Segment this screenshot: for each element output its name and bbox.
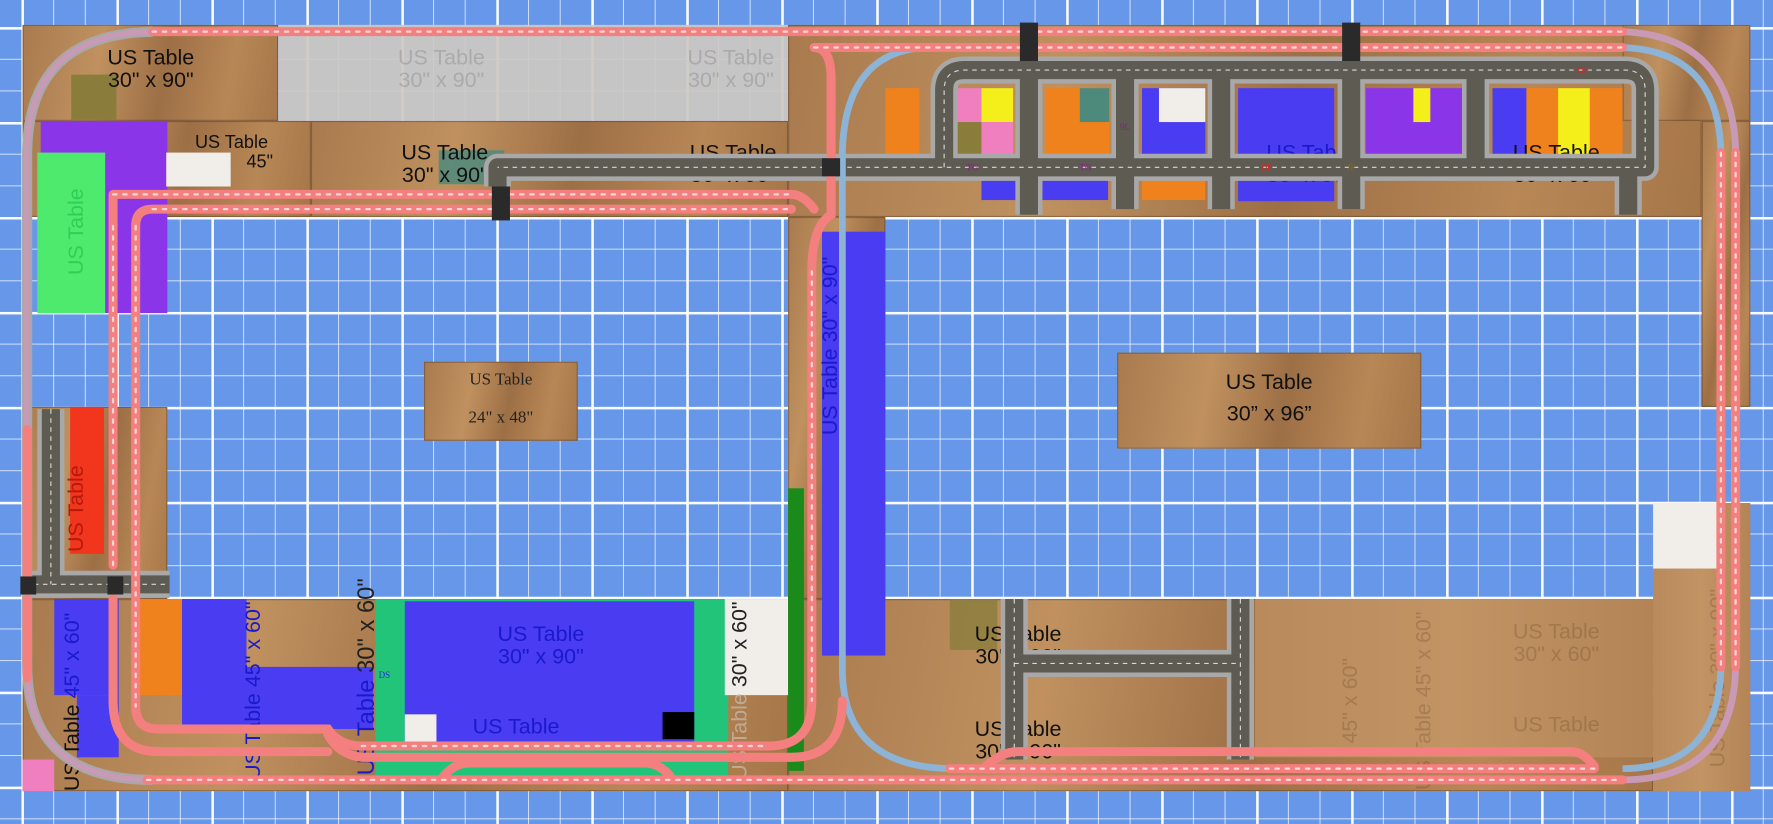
building-block[interactable]	[1492, 88, 1527, 156]
road	[1019, 70, 1638, 215]
table-size: 30" x 90"	[401, 163, 488, 188]
building-block[interactable]	[1238, 88, 1335, 202]
board-top-gray-2[interactable]	[597, 24, 789, 121]
track	[142, 764, 1628, 785]
table-label: US Table	[472, 715, 560, 740]
table-name: US Table	[398, 46, 485, 71]
track	[979, 747, 1599, 774]
building-block[interactable]	[1558, 88, 1590, 156]
table-size: 30" x 90"	[498, 645, 584, 670]
road-centerline	[24, 409, 1241, 760]
road	[24, 409, 170, 594]
building-block[interactable]	[788, 488, 804, 771]
table-size: 30" x 90"	[107, 68, 194, 93]
table-name: US Table	[401, 141, 489, 166]
road-marker: 9L	[1120, 122, 1130, 132]
outer-right-track	[1622, 666, 1725, 772]
building-block[interactable]	[37, 152, 106, 314]
road-marker: JP	[1347, 163, 1356, 173]
road	[1000, 599, 1254, 760]
road-centerline	[497, 69, 1646, 168]
blue-track	[838, 44, 950, 772]
track	[436, 758, 678, 785]
building-block[interactable]	[822, 231, 886, 656]
building-block[interactable]	[70, 406, 105, 554]
table-name: US Table	[107, 46, 195, 71]
building-block[interactable]	[949, 599, 998, 650]
table-name: US Table	[1225, 370, 1313, 395]
crossings[interactable]	[20, 22, 1361, 595]
building-block[interactable]	[246, 666, 374, 730]
table-name: US Table	[469, 370, 533, 389]
table-30x96[interactable]: US Table 30” x 96”	[1117, 352, 1422, 449]
track	[108, 189, 847, 762]
track	[131, 42, 836, 751]
building-block[interactable]	[71, 74, 117, 120]
track	[1716, 148, 1741, 672]
building-block[interactable]	[1413, 88, 1431, 123]
crossing	[107, 576, 124, 595]
building-block[interactable]	[1653, 502, 1719, 569]
building-block[interactable]	[22, 759, 55, 792]
outer-right-track	[1622, 44, 1725, 153]
outer-loop-track	[24, 28, 153, 783]
table-size: 45"	[246, 152, 274, 172]
outer-right-track	[1622, 666, 1740, 784]
road-marker: DP	[1261, 163, 1273, 173]
crossing	[1019, 22, 1038, 62]
road	[1005, 599, 1250, 760]
road-marker: TG	[966, 163, 979, 173]
building-block[interactable]	[981, 122, 1014, 156]
table-size: 30” x 96”	[1226, 402, 1312, 427]
table-name: US Table	[687, 46, 775, 71]
track-ties	[111, 30, 1737, 782]
roads[interactable]	[24, 56, 1659, 760]
crossing	[822, 158, 841, 177]
table-name: US Table	[497, 622, 585, 647]
table-label: US Table	[1512, 713, 1600, 737]
board-bottom-right-light[interactable]	[1255, 599, 1654, 758]
outer-tracks[interactable]	[22, 26, 1740, 785]
table-name: US Table	[194, 133, 269, 153]
road-marker: TG	[1079, 163, 1092, 173]
building-block[interactable]	[662, 712, 695, 740]
building-block[interactable]	[1079, 88, 1110, 123]
table-size: 30" x 90"	[398, 68, 485, 93]
crossing	[20, 576, 37, 595]
table-24x48[interactable]: US Table 24" x 48"	[424, 361, 578, 441]
building-block[interactable]	[134, 599, 183, 696]
outer-right-track	[1622, 28, 1740, 153]
table-size: 30" x 60"	[1513, 643, 1600, 667]
road-marker: DS	[379, 670, 391, 680]
table-name: US Table	[1512, 620, 1600, 645]
building-block[interactable]	[724, 599, 789, 696]
building-block[interactable]	[166, 152, 231, 187]
building-block[interactable]	[981, 88, 1014, 123]
crossing	[1342, 22, 1361, 62]
road-markers: TG TG DP DP 9L JP DS	[379, 65, 1589, 680]
building-block[interactable]	[1158, 88, 1206, 123]
road-marker: DP	[1577, 65, 1589, 75]
main-tracks[interactable]	[22, 27, 1741, 785]
building-block[interactable]	[54, 599, 119, 696]
board-right-column[interactable]	[1701, 120, 1751, 407]
board-top-left[interactable]	[22, 24, 279, 121]
building-block[interactable]	[404, 714, 437, 746]
board-top-gray-1[interactable]	[278, 24, 598, 121]
table-size: 30" x 90"	[687, 68, 774, 93]
building-block[interactable]	[182, 599, 247, 730]
table-size: 24" x 48"	[468, 409, 534, 428]
track	[148, 27, 1628, 52]
building-block[interactable]	[404, 601, 695, 746]
crossing	[491, 186, 510, 221]
